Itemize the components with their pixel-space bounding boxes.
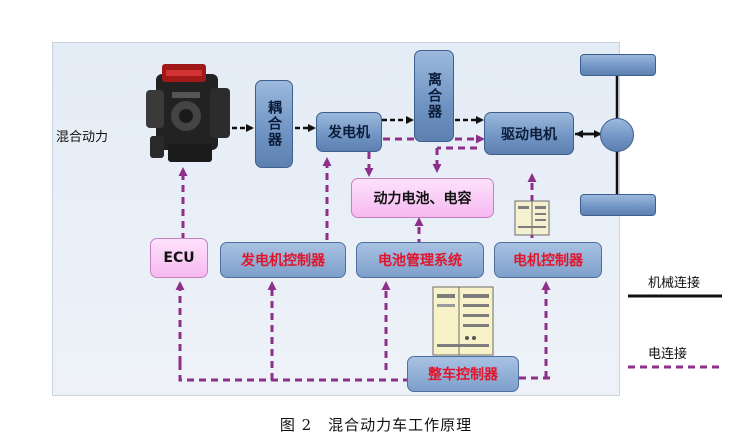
electrical-links — [175, 134, 722, 382]
top-wheel — [580, 54, 656, 76]
differential — [600, 118, 634, 152]
bottom-wheel — [580, 194, 656, 216]
hybrid-power-label: 混合动力 — [56, 130, 109, 145]
clutch-box: 离合器 — [414, 50, 454, 142]
battery-box: 动力电池、电容 — [351, 178, 494, 218]
legend-electrical-label: 电连接 — [648, 347, 688, 362]
ecu-box: ECU — [150, 238, 208, 278]
vehicle-controller-cabinet-icon — [432, 286, 494, 356]
engine-icon — [146, 64, 230, 162]
coupler-box: 耦合器 — [255, 80, 293, 168]
generator-controller-box: 发电机控制器 — [220, 242, 346, 278]
legend-mechanical-label: 机械连接 — [648, 276, 701, 291]
motor-controller-cabinet-icon — [514, 200, 550, 236]
bms-box: 电池管理系统 — [356, 242, 484, 278]
drive-motor-box: 驱动电机 — [484, 112, 574, 155]
motor-controller-box: 电机控制器 — [494, 242, 602, 278]
vehicle-controller-box: 整车控制器 — [407, 356, 519, 392]
figure-caption: 图 2 混合动力车工作原理 — [279, 416, 473, 434]
generator-box: 发电机 — [316, 112, 382, 152]
